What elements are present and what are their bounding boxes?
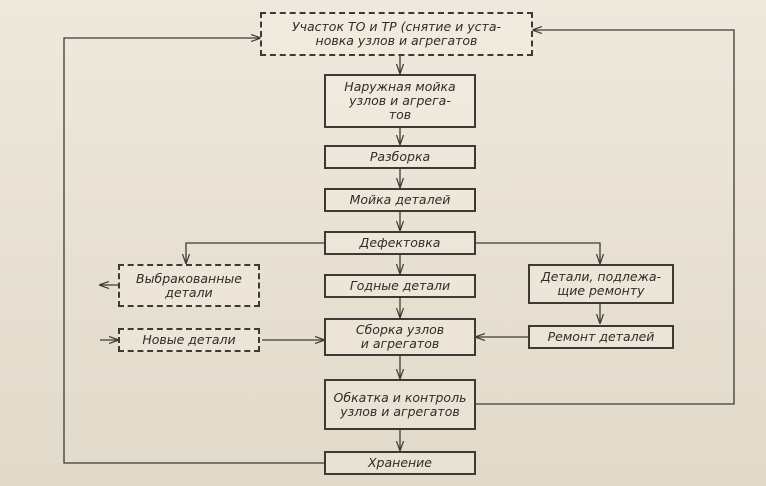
node-defektovka-label: Дефектовка	[359, 235, 441, 250]
node-remont-detalei-label: Ремонт деталей	[547, 329, 655, 344]
node-obkatka-label: Обкатка и контроль узлов и агрегатов	[333, 389, 467, 419]
node-novye-label: Новые детали	[142, 332, 236, 347]
node-remont-detalei: Ремонт деталей	[528, 325, 674, 349]
node-detali-remont: Детали, подлежа- щие ремонту	[528, 264, 674, 304]
node-detali-remont-label: Детали, подлежа- щие ремонту	[540, 269, 662, 298]
node-vybrakovannye-label: Выбракованные детали	[136, 270, 242, 300]
node-moika-detalei: Мойка деталей	[324, 188, 476, 212]
node-godnye: Годные детали	[324, 274, 476, 298]
arrow-hranenie-loop-left	[63, 38, 324, 464]
node-uchastok-label: Участок ТО и ТР (снятие и уста- новка уз…	[291, 19, 501, 48]
node-defektovka: Дефектовка	[324, 231, 476, 255]
node-hranenie: Хранение	[324, 451, 476, 475]
node-sborka: Сборка узлов и агрегатов	[324, 318, 476, 356]
arrow-obkatka-loop-right	[476, 30, 735, 405]
node-naruzhnaya-moika-label: Наружная мойка узлов и агрега- тов	[344, 79, 456, 122]
node-naruzhnaya-moika: Наружная мойка узлов и агрега- тов	[324, 74, 476, 128]
node-razborka-label: Разборка	[369, 149, 431, 164]
node-moika-detalei-label: Мойка деталей	[349, 192, 451, 207]
node-sborka-label: Сборка узлов и агрегатов	[355, 322, 445, 351]
node-godnye-label: Годные детали	[349, 278, 451, 293]
node-uchastok: Участок ТО и ТР (снятие и уста- новка уз…	[260, 12, 533, 56]
arrow-defekt-to-vybrak	[186, 242, 324, 263]
node-hranenie-label: Хранение	[367, 455, 432, 470]
node-razborka: Разборка	[324, 145, 476, 169]
node-obkatka: Обкатка и контроль узлов и агрегатов	[324, 379, 476, 430]
node-vybrakovannye: Выбракованные детали	[118, 264, 260, 307]
node-novye: Новые детали	[118, 328, 260, 352]
arrow-defekt-to-remont	[474, 242, 600, 263]
